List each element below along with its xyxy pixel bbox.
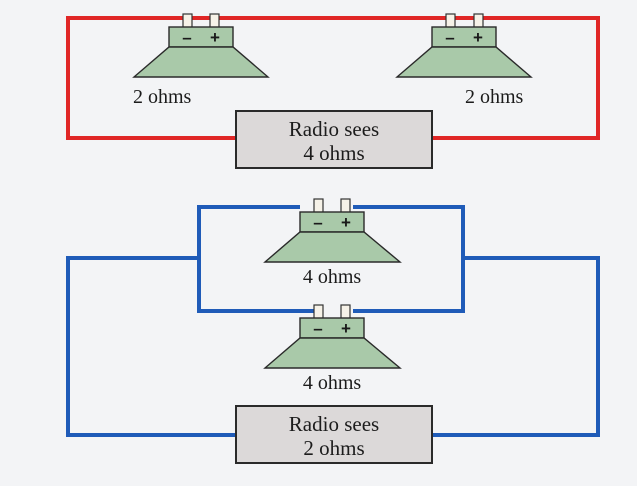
speaker-cone [263, 231, 402, 263]
radio-box [235, 405, 433, 464]
speaker-left-label: 2 ohms [133, 86, 192, 108]
radio-box-parallel: Radio sees 2 ohms [235, 405, 433, 464]
terminal-left [445, 13, 456, 29]
speaker-left-2ohm: – + 2 ohms [132, 13, 270, 108]
parallel-circuit: – + 4 ohms – + 4 ohms Radio sees 2 ohms [66, 198, 600, 464]
speaker-top-label: 4 ohms [303, 266, 362, 288]
terminal-left [313, 198, 324, 214]
speaker-cone [132, 46, 270, 78]
plus-sign: + [341, 213, 351, 232]
series-circuit: – + 2 ohms – + 2 ohms Radio sees 4 ohms [66, 13, 600, 169]
terminal-right [209, 13, 220, 29]
speaker-right-2ohm: – + 2 ohms [395, 13, 533, 108]
terminal-left [182, 13, 193, 29]
radio-line2: 4 ohms [303, 141, 364, 165]
terminal-right [473, 13, 484, 29]
radio-line1: Radio sees [289, 412, 379, 436]
plus-sign: + [473, 28, 483, 47]
parallel-wire-right-lead [432, 256, 600, 437]
speaker-magnet [299, 317, 365, 339]
minus-sign: – [313, 319, 322, 338]
parallel-wire-left-lead [66, 256, 236, 437]
minus-sign: – [182, 28, 191, 47]
terminal-right [340, 304, 351, 320]
speaker-bottom-label: 4 ohms [303, 372, 362, 394]
radio-box-series: Radio sees 4 ohms [235, 110, 433, 169]
speaker-magnet [299, 211, 365, 233]
plus-sign: + [341, 319, 351, 338]
speaker-cone [263, 337, 402, 369]
radio-line1: Radio sees [289, 117, 379, 141]
speaker-magnet [168, 26, 234, 48]
speaker-bottom-4ohm: – + 4 ohms [263, 304, 402, 394]
speaker-right-label: 2 ohms [465, 86, 524, 108]
radio-line2: 2 ohms [303, 436, 364, 460]
plus-sign: + [210, 28, 220, 47]
minus-sign: – [313, 213, 322, 232]
speaker-magnet [431, 26, 497, 48]
minus-sign: – [445, 28, 454, 47]
terminal-left [313, 304, 324, 320]
speaker-top-4ohm: – + 4 ohms [263, 198, 402, 288]
series-wire [66, 16, 600, 140]
radio-box [235, 110, 433, 169]
speaker-cone [395, 46, 533, 78]
terminal-right [340, 198, 351, 214]
